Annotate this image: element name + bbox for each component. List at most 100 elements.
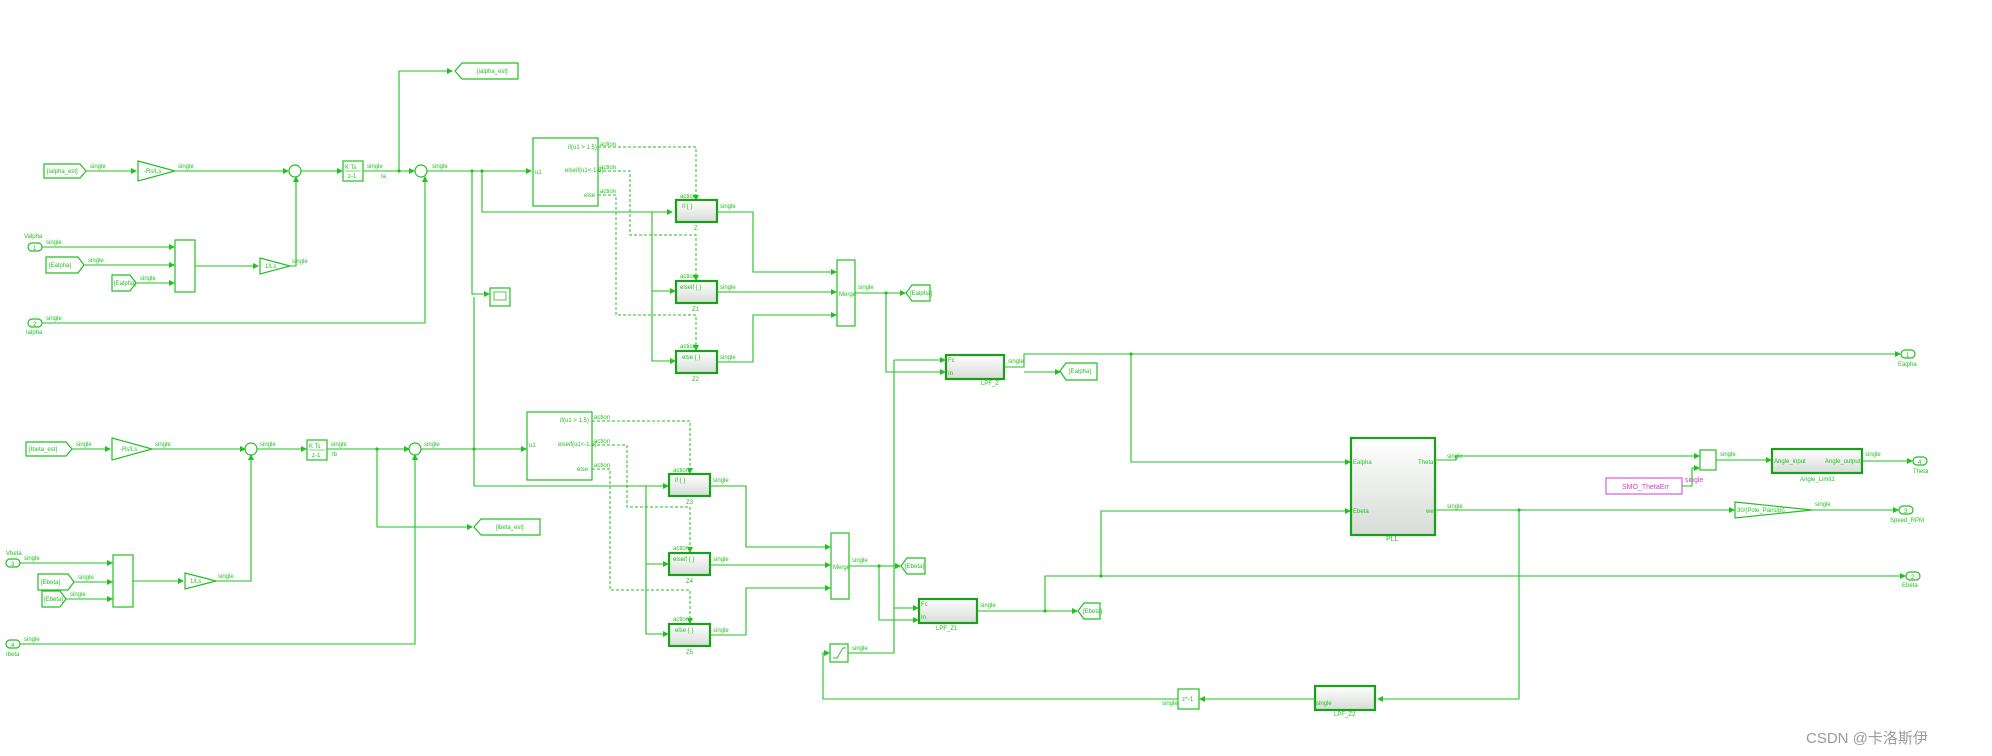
gain-inv-ls-beta[interactable]: 1/Ls <box>184 572 217 590</box>
action-subsystem-z[interactable]: if { } Z <box>674 198 719 232</box>
sub-name: Z1 <box>692 307 700 313</box>
gain-rs-ls-alpha[interactable]: -Rs/Ls <box>137 160 178 182</box>
discrete-integrator-beta[interactable]: K Ts z-1 <box>306 439 328 461</box>
from-ealpha-1[interactable]: [Ealpha] <box>45 256 85 274</box>
sig-label: single <box>720 355 736 361</box>
action-subsystem-z1[interactable]: elseif { } Z1 <box>674 279 719 313</box>
gain-inv-ls-alpha[interactable]: 1/Ls <box>259 257 293 275</box>
goto-ibeta-est[interactable]: [ibeta_est] <box>473 518 541 536</box>
pll-port: Theta <box>1418 460 1434 466</box>
outport-speed-rpm[interactable]: 3 Speed_RPM <box>1890 505 1924 524</box>
sum3-beta[interactable] <box>112 554 134 608</box>
port-label: Speed_RPM <box>1890 518 1924 524</box>
goto-ealpha[interactable]: [Ealpha] <box>905 284 932 302</box>
sig-label: single <box>331 442 347 448</box>
from-ialpha-est[interactable]: [ialpha_est] <box>43 163 87 179</box>
constant-smo-theta-err[interactable]: SMO_ThetaErr <box>1605 477 1683 495</box>
sum-beta-2[interactable] <box>408 442 422 456</box>
gain-label: 1/Ls <box>265 264 276 270</box>
ib-label: Ib <box>332 452 338 458</box>
port-label: Ialpha <box>26 330 43 336</box>
sig-label: single <box>852 558 868 564</box>
ia-label: Ia <box>381 174 387 180</box>
goto-ebeta-2[interactable]: [Ebeta] <box>1077 602 1102 620</box>
goto-label: [Ebeta] <box>1083 609 1102 615</box>
di-den: z-1 <box>348 174 357 180</box>
lpf-z2[interactable]: LPF_Z2 <box>1313 684 1377 718</box>
goto-ialpha-est[interactable]: [ialpha_est] <box>454 62 519 80</box>
from-ealpha-2[interactable]: [Ealpha] <box>111 274 137 292</box>
al-port: Angle_input <box>1774 459 1806 465</box>
delay-label: z^-1 <box>1182 697 1194 703</box>
sub-name: Z3 <box>686 500 694 506</box>
if-block-alpha[interactable]: u1 if(u1 > 1.5) elseif(u1<-1.5) else <box>532 137 604 207</box>
action-label: action <box>600 165 616 171</box>
outport-ebeta[interactable]: 2 Ebeta <box>1902 571 1921 589</box>
sum-alpha-2[interactable] <box>414 164 428 178</box>
action-label: action <box>673 546 689 552</box>
sum-theta[interactable] <box>1699 449 1717 471</box>
act-label: elseif { } <box>673 557 694 563</box>
goto-label: [Ealpha] <box>1069 369 1091 375</box>
sig-label: single <box>90 164 106 170</box>
action-label: action <box>673 468 689 474</box>
sig-label: single <box>424 442 440 448</box>
sig-label: single <box>24 637 40 643</box>
sig-label: single <box>367 164 383 170</box>
goto-ebeta[interactable]: [Ebeta] <box>900 557 926 575</box>
lpf-name: LPF_Z1 <box>936 626 958 632</box>
sum3-alpha[interactable] <box>174 239 196 293</box>
sig-label: single <box>713 557 729 563</box>
pll-port: we <box>1425 509 1434 515</box>
from-ialpha-est-label: [ialpha_est] <box>47 169 78 175</box>
sig-label: single <box>78 575 94 581</box>
merge-label: Merge <box>833 565 851 571</box>
port-num: 2 <box>1911 575 1915 581</box>
inport-valpha[interactable]: 1 Valpha <box>24 234 43 252</box>
inport-ialpha[interactable]: 2 Ialpha <box>26 318 43 336</box>
merge-beta[interactable]: Merge <box>830 532 851 600</box>
from-ibeta-est[interactable]: [Ibeta_est] <box>25 441 73 457</box>
gain-rpm[interactable]: 30/(Pole_Pairs/pi) <box>1734 501 1813 519</box>
pll-block[interactable]: Ealpha Ebeta Theta we PLL <box>1349 436 1437 543</box>
inport-vbeta[interactable]: 3 Vbeta <box>5 551 22 568</box>
action-subsystem-z4[interactable]: elseif { } Z4 <box>667 551 712 585</box>
merge-alpha[interactable]: Merge <box>836 259 857 327</box>
from-ebeta-1[interactable]: [Ebeta] <box>37 573 75 591</box>
port-num: 2 <box>33 322 37 328</box>
sub-name: Z4 <box>686 579 694 585</box>
from-ebeta-2[interactable]: [Ebeta] <box>41 590 67 608</box>
action-label: action <box>680 194 696 200</box>
lpf-name: LPF_Z2 <box>1334 712 1356 718</box>
di-num: K Ts <box>309 444 321 450</box>
discrete-integrator-alpha[interactable]: K Ts z-1 <box>342 160 364 182</box>
lpf-z1[interactable]: Fc In LPF_Z1 <box>917 597 979 632</box>
angle-limit-block[interactable]: Angle_input Angle_output Angle_Limit1 <box>1770 447 1864 483</box>
goto-ealpha-2[interactable]: [Ealpha] <box>1059 362 1098 381</box>
if-cond1: if(u1 > 1.5) <box>560 418 589 424</box>
if-block-beta[interactable]: u1 if(u1 > 1.5) elseif(u1<-1.5) else <box>526 411 597 481</box>
action-subsystem-z3[interactable]: if { } Z3 <box>667 472 712 506</box>
sig-label: single <box>155 442 171 448</box>
gain-rs-ls-beta[interactable]: -Rs/Ls <box>111 437 155 461</box>
act-label: else { } <box>682 355 700 361</box>
if-cond3: else <box>584 193 596 199</box>
outport-ealpha[interactable]: 1 Ealpha <box>1898 349 1917 368</box>
di-num: K Ts <box>345 165 357 171</box>
inport-ibeta[interactable]: 4 Ibeta <box>5 639 21 658</box>
lpf-z[interactable]: Fc In LPF_Z <box>944 353 1006 387</box>
sum-alpha-1[interactable] <box>288 164 302 178</box>
port-label: Ibeta <box>6 652 20 658</box>
sig-label: single <box>713 478 729 484</box>
scope-alpha[interactable] <box>489 287 511 307</box>
lpf-port: In <box>921 615 926 621</box>
sig-label: single <box>432 164 448 170</box>
unit-delay[interactable]: z^-1 <box>1177 688 1200 710</box>
action-label: action <box>594 439 610 445</box>
action-subsystem-z2[interactable]: else { } Z2 <box>674 349 719 383</box>
if-cond2: elseif(u1<-1.5) <box>558 442 597 448</box>
outport-theta[interactable]: 4 Theta <box>1912 456 1929 475</box>
sum-beta-1[interactable] <box>244 442 258 456</box>
saturation-block[interactable] <box>829 643 849 663</box>
action-subsystem-z5[interactable]: else { } Z5 <box>667 622 712 656</box>
